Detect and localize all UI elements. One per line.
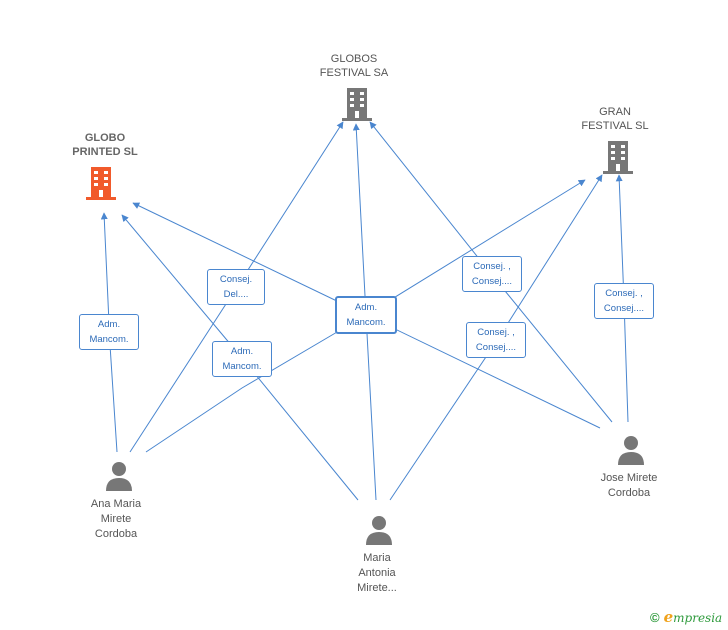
edge-ana-gran — [145, 179, 586, 453]
role-box-consej-consej[interactable]: Consej. , Consej.... — [462, 256, 522, 292]
role-box-consej-del[interactable]: Consej. Del.... — [207, 269, 265, 305]
building-icon[interactable] — [84, 165, 118, 201]
role-line1: Adm. — [354, 302, 378, 313]
role-box-consej-consej[interactable]: Consej. , Consej.... — [466, 322, 526, 358]
person-name-line1: Ana Maria — [90, 498, 142, 510]
role-line2: Consej.... — [471, 276, 513, 287]
person-name-line3: Cordoba — [94, 528, 138, 540]
person-name-line2: Antonia — [358, 567, 396, 579]
building-icon[interactable] — [340, 86, 374, 122]
role-line1: Adm. — [230, 346, 254, 357]
copyright-icon: © — [650, 610, 660, 625]
company-name-line1: GRAN — [599, 106, 631, 118]
role-line1: Consej. — [219, 274, 253, 285]
role-line2: Mancom. — [346, 317, 386, 328]
person-icon[interactable] — [364, 514, 394, 546]
role-line2: Mancom. — [222, 361, 262, 372]
brand-logo-text: mpresia — [673, 611, 723, 625]
role-line2: Consej.... — [475, 342, 517, 353]
person-name-line3: Mirete... — [357, 582, 397, 594]
company-label-globo-printed[interactable]: GLOBO PRINTED SL — [50, 131, 160, 159]
role-box-adm-mancom[interactable]: Adm. Mancom. — [335, 296, 397, 334]
company-name-line2: FESTIVAL SL — [581, 120, 649, 132]
role-box-adm-mancom[interactable]: Adm. Mancom. — [212, 341, 272, 377]
company-name-line2: PRINTED SL — [72, 146, 138, 158]
person-name-line2: Mirete — [100, 513, 132, 525]
person-label-jose-mirete[interactable]: Jose Mirete Cordoba — [574, 471, 684, 501]
person-label-maria-antonia[interactable]: Maria Antonia Mirete... — [322, 551, 432, 596]
brand-logo-e: e — [663, 608, 674, 626]
company-name-line1: GLOBO — [84, 132, 126, 144]
role-line1: Consej. , — [477, 327, 515, 338]
company-label-gran-festival[interactable]: GRAN FESTIVAL SL — [560, 105, 670, 133]
person-label-ana-maria[interactable]: Ana Maria Mirete Cordoba — [61, 497, 171, 542]
company-name-line1: GLOBOS — [330, 53, 378, 65]
role-box-consej-consej[interactable]: Consej. , Consej.... — [594, 283, 654, 319]
role-line2: Mancom. — [89, 334, 129, 345]
role-box-adm-mancom[interactable]: Adm. Mancom. — [79, 314, 139, 350]
role-line2: Consej.... — [603, 303, 645, 314]
person-name-line1: Jose Mirete — [600, 472, 658, 484]
role-line1: Adm. — [97, 319, 121, 330]
role-line1: Consej. , — [473, 261, 511, 272]
building-icon[interactable] — [601, 139, 635, 175]
role-line1: Consej. , — [605, 288, 643, 299]
person-name-line1: Maria — [363, 552, 391, 564]
person-name-line2: Cordoba — [607, 487, 651, 499]
person-icon[interactable] — [104, 460, 134, 492]
company-name-line2: FESTIVAL SA — [319, 67, 389, 79]
role-line2: Del.... — [223, 289, 249, 300]
company-label-globos-festival[interactable]: GLOBOS FESTIVAL SA — [299, 52, 409, 80]
empresia-brand[interactable]: ©empresia — [650, 608, 722, 626]
person-icon[interactable] — [616, 434, 646, 466]
